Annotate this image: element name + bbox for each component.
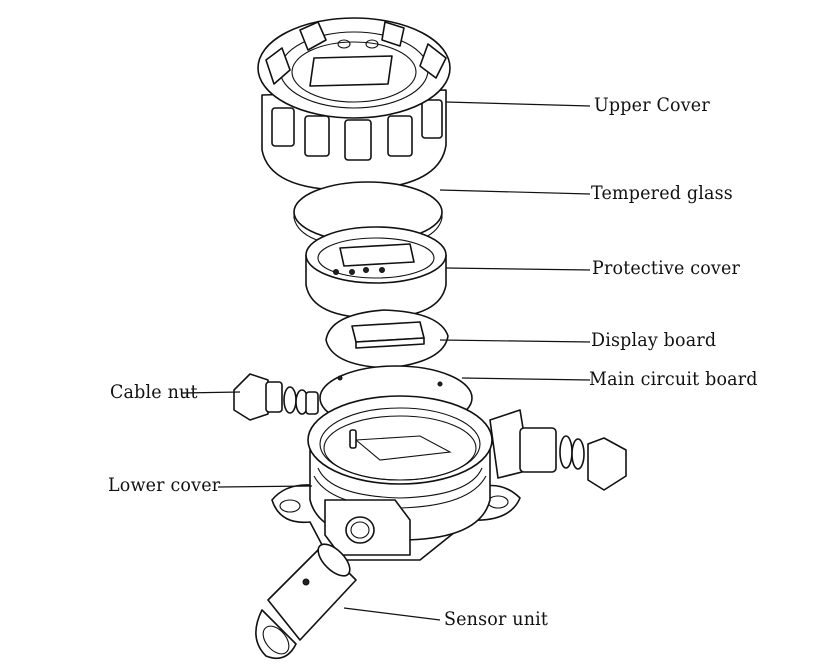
sensor-unit-leader xyxy=(343,607,441,621)
tempered-glass-leader xyxy=(439,189,591,195)
display-board-label: Display board xyxy=(591,329,717,351)
sensor-unit-part xyxy=(255,543,357,660)
display-board-leader xyxy=(439,339,591,343)
tempered-glass-label: Tempered glass xyxy=(591,182,733,204)
display-board-part xyxy=(325,309,449,369)
lower-cover-part xyxy=(271,395,531,561)
sensor-unit-label: Sensor unit xyxy=(444,608,549,630)
protective-cover-label: Protective cover xyxy=(592,257,741,279)
lower-cover-label: Lower cover xyxy=(108,474,221,496)
main-circuit-board-label: Main circuit board xyxy=(589,368,758,390)
protective-cover-leader xyxy=(445,267,591,271)
upper-cover-label: Upper Cover xyxy=(594,94,710,116)
left-cable-gland-part xyxy=(233,373,319,421)
upper-cover-leader xyxy=(445,101,591,107)
main-circuit-board-leader xyxy=(461,377,591,381)
cable-nut-label: Cable nut xyxy=(110,381,198,403)
tempered-glass-part xyxy=(293,181,443,249)
upper-cover-part xyxy=(257,17,451,191)
protective-cover-part xyxy=(305,226,447,319)
leader-lines xyxy=(181,101,591,621)
right-cable-gland-part xyxy=(519,427,627,491)
lower-cover-leader xyxy=(217,485,313,488)
cable-nut-leader xyxy=(181,391,241,394)
